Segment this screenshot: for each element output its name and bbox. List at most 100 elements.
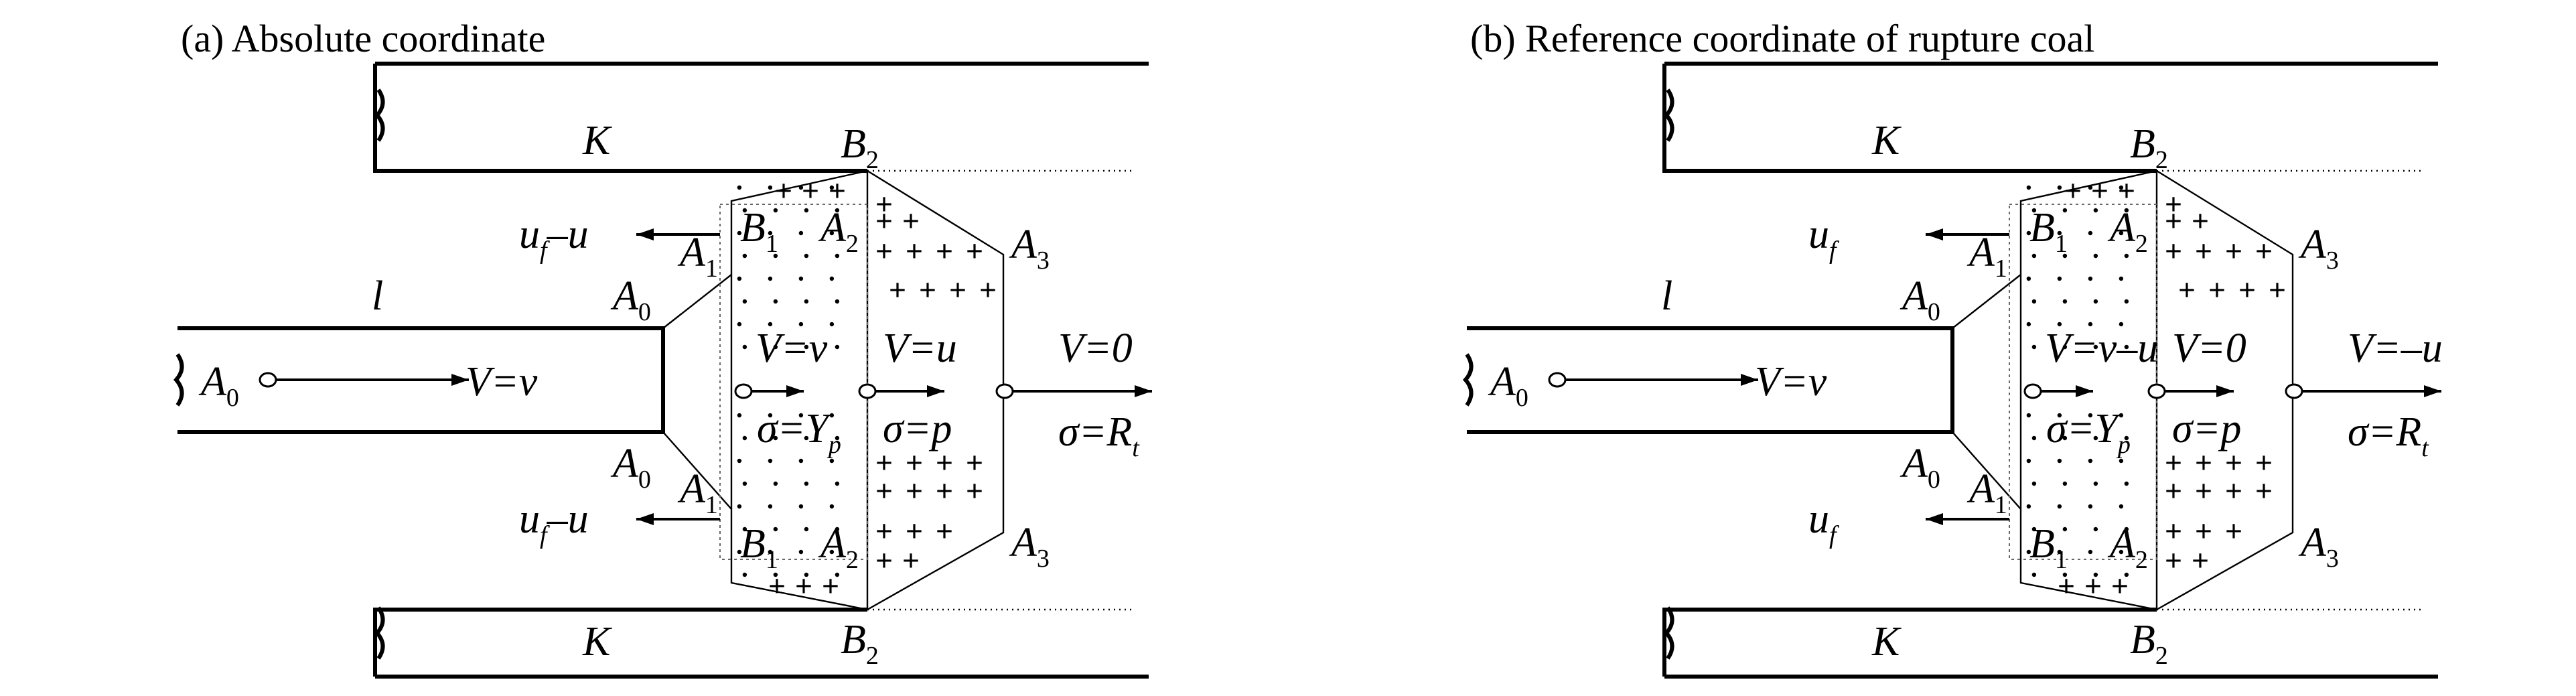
label-A0-bottom: A0 [610, 441, 651, 494]
velocity-arrow-right [1013, 385, 1152, 397]
node-fracture [2147, 383, 2166, 399]
plus-mark: + [2225, 474, 2242, 508]
fracture-plus-marks: ++++++++++++++++++++++++++++++ [2058, 173, 2286, 603]
label-A1-top: A1 [1966, 230, 2007, 283]
plus-mark: + [2225, 234, 2242, 268]
label-B1-top: B1 [2029, 205, 2068, 258]
label-B2-top: B2 [841, 121, 879, 174]
label-B1-bottom: B1 [740, 521, 778, 574]
plus-mark: + [829, 173, 846, 208]
velocity-arrow-left [276, 374, 469, 386]
stress-right: σ=Rt [1058, 409, 1140, 462]
upper-wall-break-icon [1663, 88, 1674, 142]
node-A0 [1548, 372, 1567, 388]
label-A3-bottom: A3 [1009, 520, 1050, 573]
velocity-arrow-zone [752, 385, 804, 397]
velocity-arrow-fracture [2165, 385, 2234, 397]
label-B2-bottom: B2 [841, 617, 879, 670]
label-B2-bottom: B2 [2130, 617, 2168, 670]
plus-mark: + [822, 569, 839, 603]
plus-mark: + [875, 514, 893, 548]
top-wall-label: K [582, 118, 613, 163]
label-A3-top: A3 [2298, 222, 2339, 275]
velocity-zone: V=v [756, 326, 828, 371]
plus-mark: + [2255, 474, 2273, 508]
velocity-arrow-fracture [875, 385, 944, 397]
plus-mark: + [775, 173, 792, 208]
node-A0 [259, 372, 277, 388]
flow-label-top: uf–u [519, 212, 589, 265]
plus-mark: + [906, 234, 923, 268]
label-A0-bottom: A0 [1900, 441, 1940, 494]
plus-mark: + [2165, 543, 2182, 577]
lower-wall-break-icon [1663, 606, 1674, 660]
velocity-left: V=v [466, 359, 538, 405]
plus-mark: + [875, 234, 893, 268]
plus-mark: + [936, 474, 953, 508]
stress-fracture: σ=p [2172, 406, 2241, 451]
plus-mark: + [2195, 514, 2212, 548]
upper-wall-break-icon [374, 88, 385, 142]
bottom-wall-label: K [1871, 619, 1902, 665]
label-A0-top: A0 [610, 273, 651, 326]
borehole-break-icon [1462, 353, 1474, 407]
label-B1-bottom: B1 [2029, 521, 2068, 574]
label-B1-top: B1 [740, 205, 778, 258]
plus-mark: + [2118, 173, 2135, 208]
upper-wall [1662, 64, 2157, 173]
panel-title: (a) Absolute coordinate [181, 17, 545, 60]
panel-b: (b) Reference coordinate of rupture coal… [1462, 17, 2443, 679]
label-A2-bottom: A2 [818, 521, 859, 574]
plus-mark: + [2269, 273, 2286, 307]
plus-mark: + [966, 234, 983, 268]
plus-mark: + [936, 234, 953, 268]
velocity-left: V=v [1755, 359, 1827, 405]
plus-mark: + [2195, 234, 2212, 268]
label-A2-top: A2 [2107, 205, 2148, 258]
plus-mark: + [2195, 445, 2212, 480]
stress-zone: σ=Yp [2046, 406, 2131, 459]
plus-mark: + [902, 204, 920, 238]
panel-a: (a) Absolute coordinate+++++++++++++++++… [173, 17, 1152, 679]
plus-mark: + [802, 173, 819, 208]
borehole-length-label: l [372, 273, 383, 319]
plus-mark: + [768, 569, 786, 603]
flow-arrow-top [636, 228, 720, 240]
plus-mark: + [2084, 569, 2102, 603]
label-A3-bottom: A3 [2298, 520, 2339, 573]
plus-mark: + [889, 273, 906, 307]
stress-fracture: σ=p [883, 406, 952, 451]
flow-arrow-bottom [1926, 513, 2009, 525]
label-A1-bottom: A1 [677, 466, 718, 519]
node-fracture [858, 383, 877, 399]
label-A2-bottom: A2 [2107, 521, 2148, 574]
borehole [177, 326, 665, 434]
velocity-arrow-zone [2041, 385, 2093, 397]
bottom-wall-label: K [582, 619, 613, 665]
plus-mark: + [966, 445, 983, 480]
plus-mark: + [2165, 474, 2182, 508]
label-A0-top: A0 [1900, 273, 1940, 326]
upper-wall [373, 64, 867, 173]
plus-mark: + [919, 273, 936, 307]
plus-mark: + [875, 187, 893, 221]
plus-mark: + [2255, 445, 2273, 480]
plus-mark: + [2165, 514, 2182, 548]
plus-mark: + [875, 204, 893, 238]
velocity-right: V=–u [2348, 326, 2443, 371]
plus-mark: + [966, 474, 983, 508]
stipple-dots [2026, 185, 2129, 577]
label-B2-top: B2 [2130, 121, 2168, 174]
plus-mark: + [2165, 445, 2182, 480]
label-A3-top: A3 [1009, 222, 1050, 275]
panel-title: (b) Reference coordinate of rupture coal [1470, 17, 2094, 60]
plus-mark: + [2111, 569, 2129, 603]
velocity-zone: V=v–u [2045, 326, 2158, 371]
velocity-arrow-right [2302, 385, 2441, 397]
plus-mark: + [2178, 273, 2196, 307]
plus-mark: + [906, 474, 923, 508]
plus-mark: + [2091, 173, 2108, 208]
flow-arrow-top [1926, 228, 2009, 240]
plus-mark: + [949, 273, 967, 307]
